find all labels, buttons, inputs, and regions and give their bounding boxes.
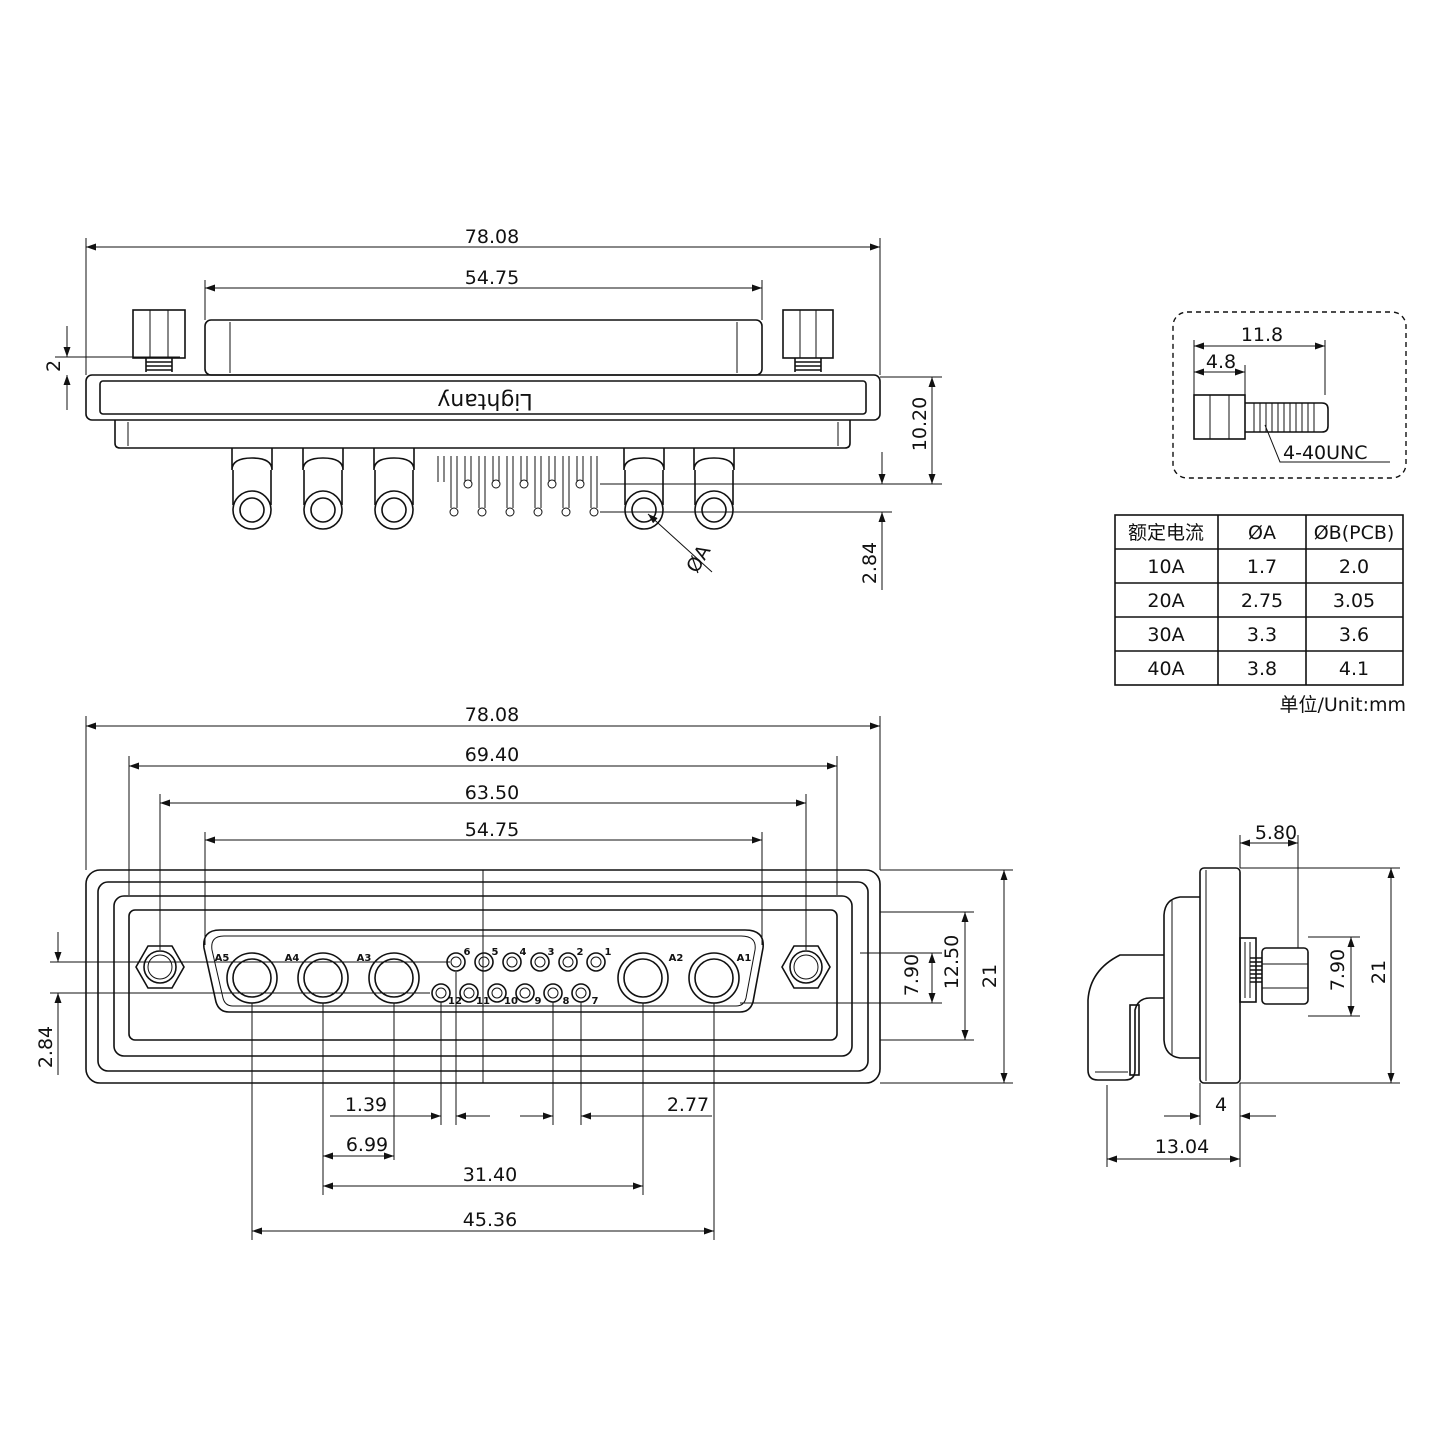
- table-cell: 10A: [1147, 556, 1184, 578]
- signal-label: 12: [448, 996, 462, 1007]
- signal-label: 4: [520, 947, 527, 958]
- table-cell: 3.8: [1247, 658, 1277, 680]
- signal-label: 7: [592, 996, 599, 1007]
- table-cell: 2.75: [1241, 590, 1283, 612]
- front-left-offset: 2.84: [35, 1026, 57, 1068]
- front-width-total: 78.08: [465, 704, 519, 726]
- power-pitch: 6.99: [346, 1134, 388, 1156]
- contact-label-a2: A2: [669, 953, 684, 964]
- side-row-pitch: 7.90: [1327, 949, 1349, 991]
- top-view: 78.08 54.75 Lightany: [43, 226, 942, 590]
- screw-detail: 11.8 4.8 4-40UNC: [1172, 311, 1407, 479]
- mount-nut-right: [781, 945, 831, 989]
- top-height-body: 10.20: [909, 397, 931, 451]
- table-cell: 3.05: [1333, 590, 1375, 612]
- power-span: 31.40: [463, 1164, 517, 1186]
- signal-label: 1: [605, 947, 612, 958]
- signal-spacing: 2.77: [667, 1094, 709, 1116]
- side-view: 5.80 7.90 21 4 13.04: [1087, 822, 1400, 1167]
- signal-label: 11: [476, 996, 490, 1007]
- table-header-diameter-a: ØA: [1248, 522, 1276, 544]
- top-screw-offset: 2: [43, 360, 65, 372]
- screw-thread: 4-40UNC: [1283, 442, 1368, 464]
- front-row-pitch: 7.90: [901, 954, 923, 996]
- table-cell: 40A: [1147, 658, 1184, 680]
- signal-label: 6: [464, 947, 471, 958]
- signal-label: 8: [563, 996, 570, 1007]
- top-width-total: 78.08: [465, 226, 519, 248]
- top-pin-offset: 2.84: [859, 542, 881, 584]
- front-flange-inner: 69.40: [465, 744, 519, 766]
- front-height-total: 21: [979, 964, 1001, 988]
- table-cell: 2.0: [1339, 556, 1369, 578]
- contact-label-a3: A3: [357, 953, 372, 964]
- power-total: 45.36: [463, 1209, 517, 1231]
- side-flange: 5.80: [1255, 822, 1297, 844]
- screw-length: 11.8: [1241, 324, 1283, 346]
- table-cell: 30A: [1147, 624, 1184, 646]
- brand-logo: Lightany: [437, 388, 532, 413]
- table-cell: 3.6: [1339, 624, 1369, 646]
- screw-left: [132, 309, 186, 372]
- front-signal-contacts: [431, 952, 606, 1003]
- hole-label: ØA: [682, 541, 715, 576]
- screw-head: 4.8: [1206, 351, 1236, 373]
- side-height: 21: [1368, 960, 1390, 984]
- signal-label: 2: [577, 947, 584, 958]
- table-header-current: 额定电流: [1128, 522, 1204, 544]
- contact-label-a1: A1: [737, 953, 752, 964]
- screw-right: [782, 309, 834, 372]
- table-cell: 20A: [1147, 590, 1184, 612]
- signal-pitch: 1.39: [345, 1094, 387, 1116]
- unit-note: 单位/Unit:mm: [1280, 694, 1407, 716]
- table-cell: 1.7: [1247, 556, 1277, 578]
- table-cell: 4.1: [1339, 658, 1369, 680]
- table-header-diameter-b: ØB(PCB): [1314, 522, 1395, 544]
- signal-label: 3: [548, 947, 555, 958]
- front-view: 78.08 69.40 63.50 54.75: [35, 704, 1013, 1240]
- top-power-pins: [231, 448, 735, 530]
- rating-table: 额定电流 ØA ØB(PCB) 10A 1.7 2.0 20A 2.75 3.0…: [1114, 514, 1407, 716]
- contact-label-a4: A4: [285, 953, 300, 964]
- front-mount-holes: 63.50: [465, 782, 519, 804]
- top-width-shell: 54.75: [465, 267, 519, 289]
- contact-label-a5: A5: [215, 953, 230, 964]
- side-depth: 13.04: [1155, 1136, 1209, 1158]
- side-thickness: 4: [1215, 1094, 1227, 1116]
- signal-label: 10: [504, 996, 518, 1007]
- signal-label: 9: [535, 996, 542, 1007]
- front-shell: 54.75: [465, 819, 519, 841]
- signal-label: 5: [492, 947, 499, 958]
- front-height-shell: 12.50: [941, 935, 963, 989]
- table-cell: 3.3: [1247, 624, 1277, 646]
- mount-nut-left: [135, 945, 185, 989]
- top-signal-pins: [437, 456, 599, 517]
